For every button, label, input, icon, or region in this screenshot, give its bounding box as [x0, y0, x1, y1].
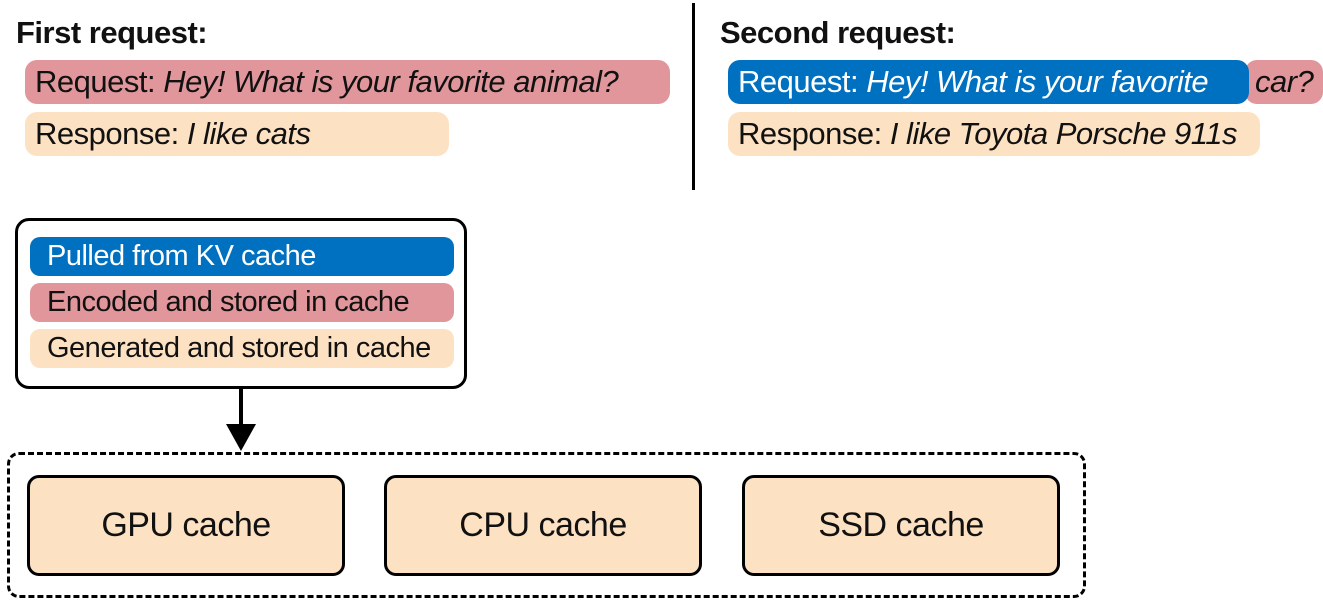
- second-response-pill: Response: I like Toyota Porsche 911s: [728, 112, 1260, 156]
- first-request-heading: First request:: [16, 15, 208, 50]
- second-request-new-text: car?: [1255, 64, 1314, 99]
- gpu-cache-box: GPU cache: [27, 475, 345, 576]
- second-request-cached-text: Hey! What is your favorite: [866, 64, 1209, 99]
- second-request-new-pill: car?: [1245, 60, 1323, 104]
- first-request-text: Hey! What is your favorite animal?: [163, 64, 619, 99]
- second-response-label: Response:: [738, 116, 890, 151]
- legend-pulled-from-kv-cache: Pulled from KV cache: [30, 237, 454, 276]
- request-divider: [692, 3, 695, 190]
- legend-box: Pulled from KV cache Encoded and stored …: [15, 218, 467, 389]
- legend-generated-and-stored: Generated and stored in cache: [30, 329, 454, 368]
- first-request-label: Request:: [35, 64, 164, 99]
- first-response-pill: Response: I like cats: [25, 112, 449, 156]
- first-request-pill: Request: Hey! What is your favorite anim…: [25, 60, 670, 104]
- cache-tier-group: [7, 452, 1086, 598]
- legend-encoded-and-stored: Encoded and stored in cache: [30, 283, 454, 322]
- second-request-cached-pill: Request: Hey! What is your favorite: [728, 60, 1249, 104]
- ssd-cache-box: SSD cache: [742, 475, 1060, 576]
- second-request-heading: Second request:: [720, 15, 956, 50]
- second-response-text: I like Toyota Porsche 911s: [889, 116, 1238, 151]
- second-request-label: Request:: [738, 64, 867, 99]
- cpu-cache-box: CPU cache: [384, 475, 702, 576]
- first-response-label: Response:: [35, 116, 187, 151]
- first-response-text: I like cats: [186, 116, 311, 151]
- arrow-shaft: [239, 389, 243, 427]
- arrow-down-icon: [226, 424, 256, 451]
